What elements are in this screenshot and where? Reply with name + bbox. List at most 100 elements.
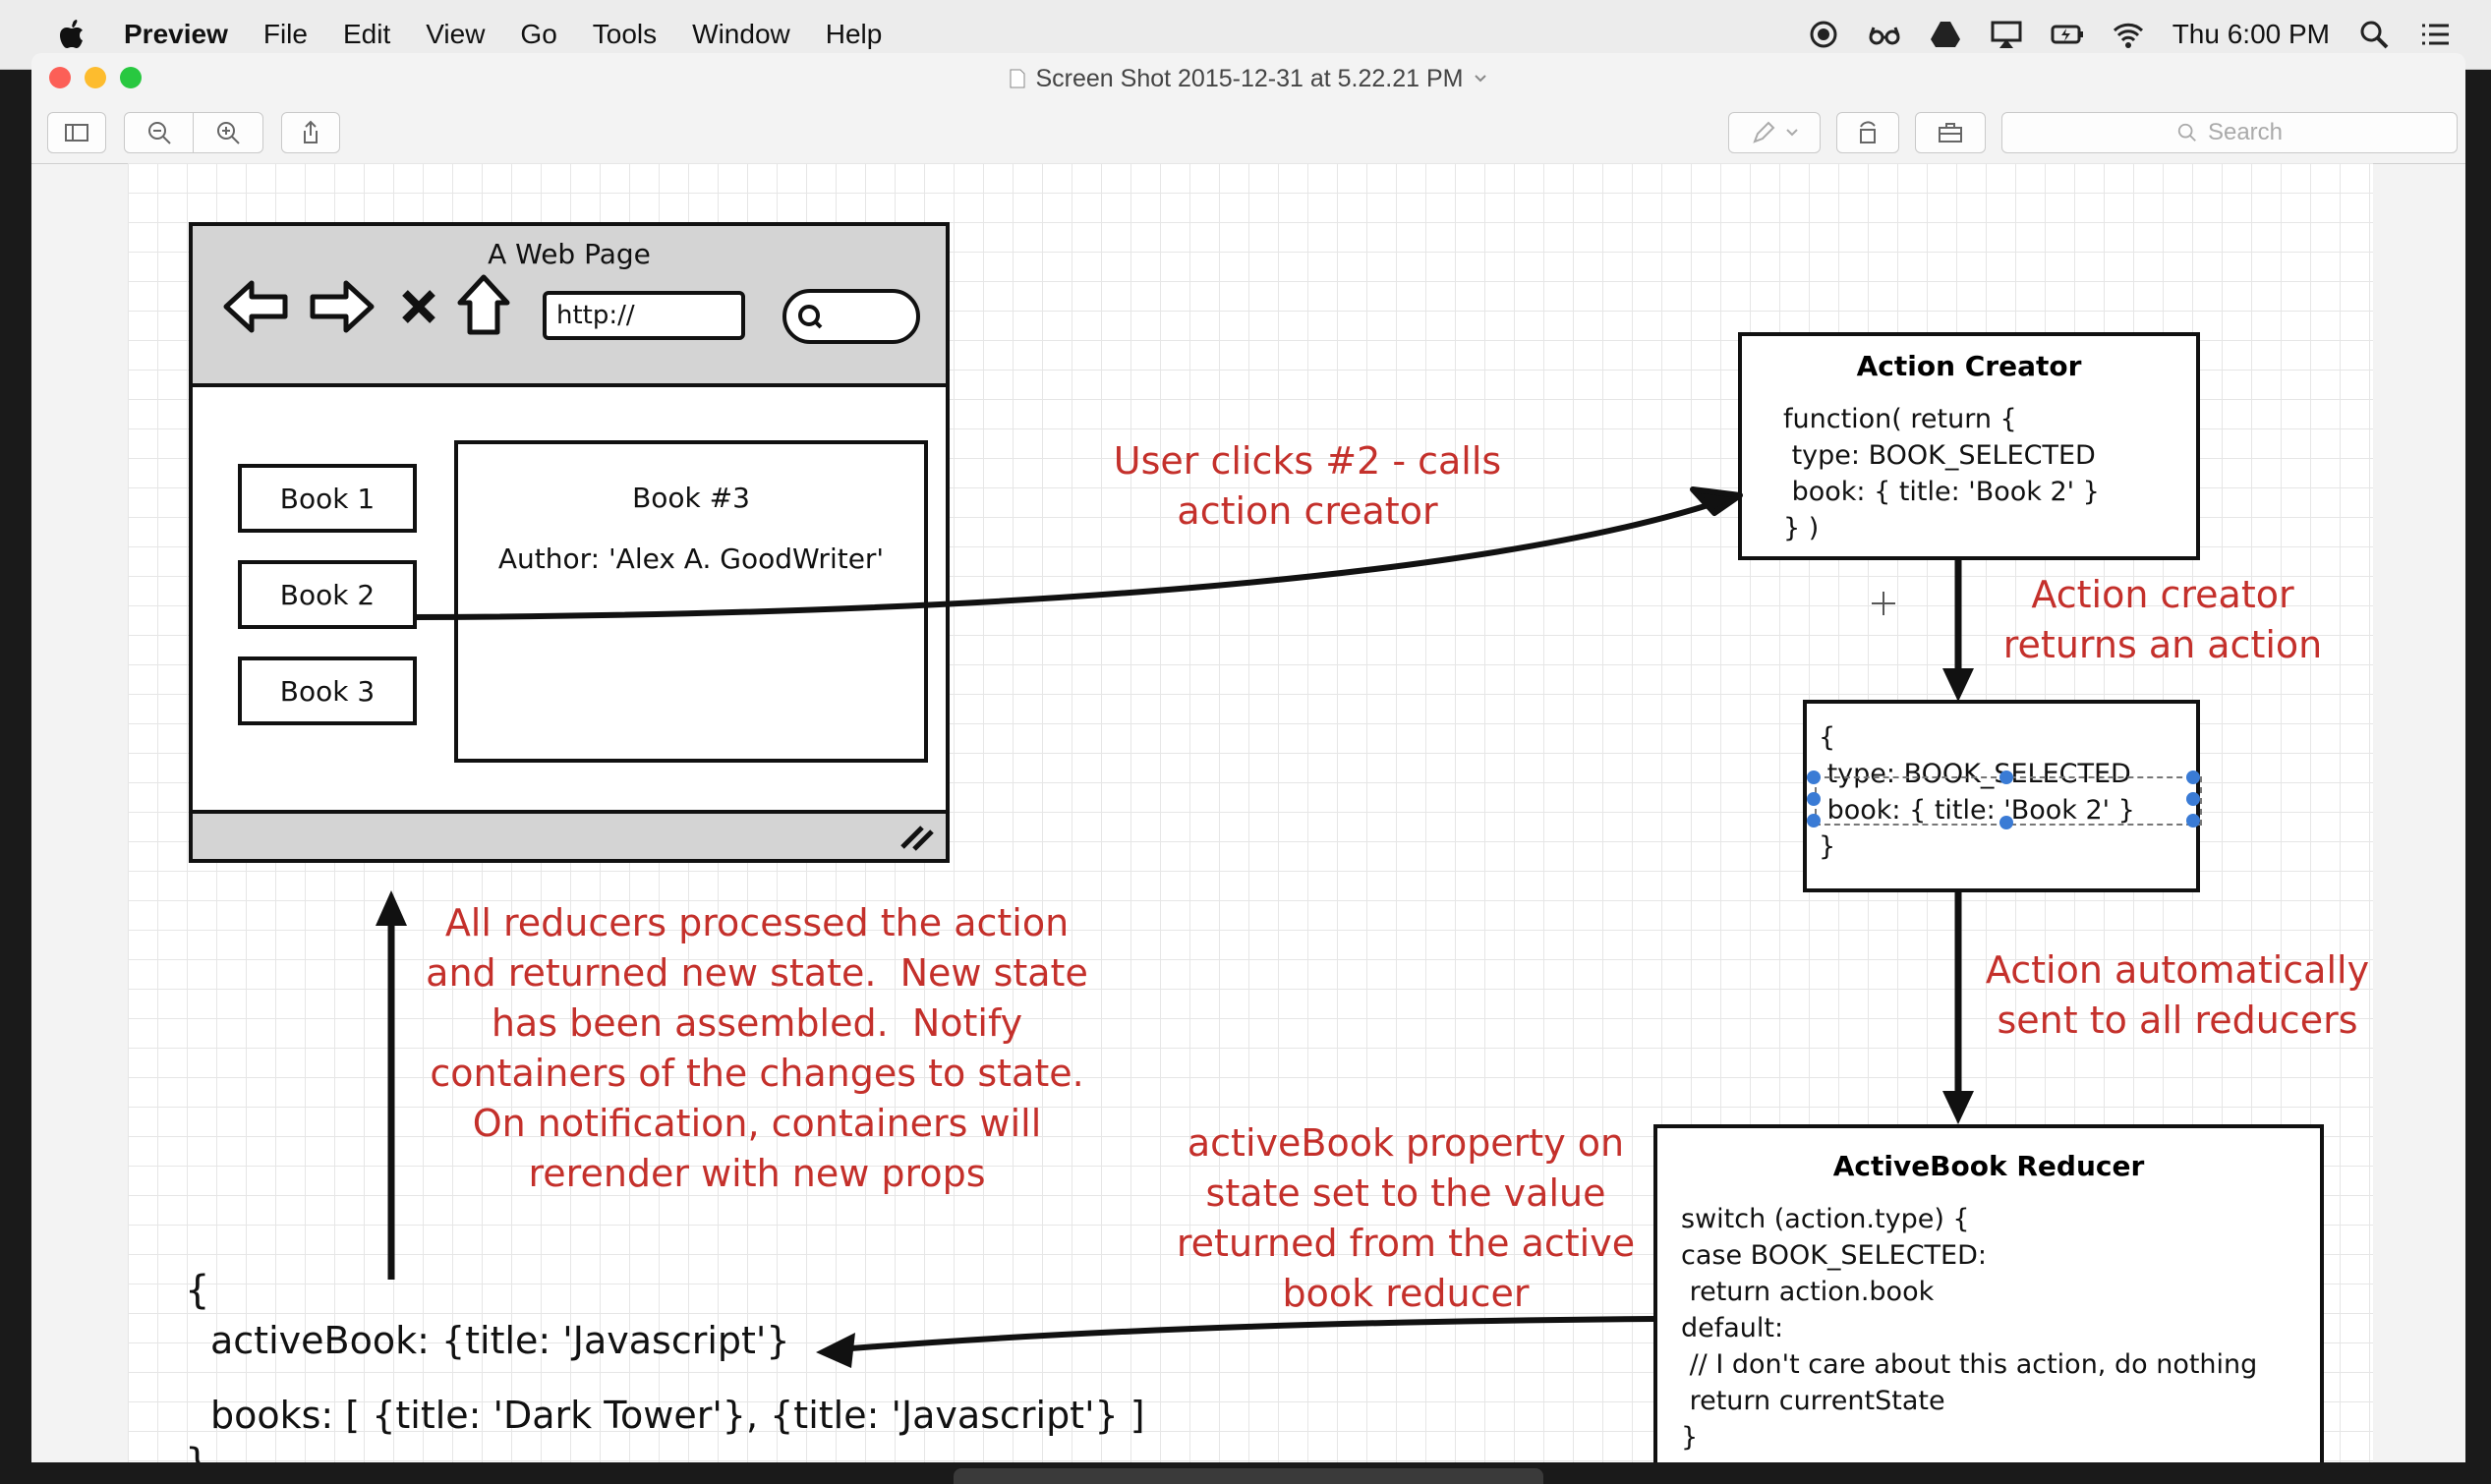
browser-chrome: A Web Page http:// <box>193 226 946 387</box>
document-icon <box>1010 69 1025 88</box>
notification-center-icon[interactable] <box>2418 18 2452 51</box>
zoom-in-button[interactable] <box>193 112 263 153</box>
zoom-in-icon <box>217 122 240 144</box>
record-icon[interactable] <box>1807 18 1840 51</box>
book-3-button[interactable]: Book 3 <box>238 656 417 725</box>
arrowhead <box>1942 668 1974 702</box>
wifi-icon[interactable] <box>2112 18 2145 51</box>
action-creator-code: function( return { type: BOOK_SELECTED b… <box>1783 404 2100 543</box>
zoom-out-icon <box>148 122 171 144</box>
arrowhead <box>1690 486 1743 516</box>
action-creator-title: Action Creator <box>1856 350 2082 382</box>
note-user-clicks: User clicks #2 - calls action creator <box>1113 439 1502 533</box>
home-icon[interactable] <box>456 273 511 336</box>
apple-icon[interactable] <box>59 20 85 49</box>
state-close-brace: } <box>185 1441 209 1462</box>
search-placeholder: Search <box>2207 119 2284 145</box>
arrow-reducer-to-state <box>827 1316 1654 1353</box>
markup-pen-button[interactable] <box>1728 112 1821 153</box>
search-icon <box>2177 123 2196 142</box>
url-field[interactable]: http:// <box>543 291 745 340</box>
preview-window: Screen Shot 2015-12-31 at 5.22.21 PM Sea… <box>31 53 2465 1462</box>
selection-handle[interactable] <box>1807 771 1821 784</box>
chevron-down-icon[interactable] <box>1474 74 1487 84</box>
battery-icon[interactable] <box>2051 18 2084 51</box>
toolbar: Search <box>31 104 2465 164</box>
document-canvas[interactable]: A Web Page http:// Book 1 Book 2 Book 3 <box>128 163 2373 1462</box>
reducer-code: switch (action.type) { case BOOK_SELECTE… <box>1681 1204 2258 1453</box>
sidebar-icon <box>65 124 88 142</box>
book-2-label: Book 2 <box>279 578 376 611</box>
menu-app-name[interactable]: Preview <box>124 19 228 49</box>
drive-icon[interactable] <box>1929 18 1962 51</box>
selection-handle[interactable] <box>2186 792 2200 806</box>
menu-file[interactable]: File <box>262 19 308 49</box>
url-text: http:// <box>556 301 635 330</box>
menu-go[interactable]: Go <box>520 19 557 49</box>
rotate-button[interactable] <box>1836 112 1899 153</box>
pen-icon <box>1753 121 1775 143</box>
arrowhead <box>1942 1091 1974 1124</box>
note-returns-action: Action creator returns an action <box>2002 573 2323 666</box>
dock[interactable] <box>954 1468 1543 1484</box>
action-creator-box: Action Creator function( return { type: … <box>1738 332 2200 560</box>
share-icon <box>304 120 318 143</box>
share-button[interactable] <box>281 112 340 153</box>
reducer-title: ActiveBook Reducer <box>1832 1150 2145 1182</box>
book-1-button[interactable]: Book 1 <box>238 464 417 533</box>
menu-help[interactable]: Help <box>825 19 883 49</box>
stop-x-icon[interactable] <box>399 285 438 328</box>
menu-tools[interactable]: Tools <box>592 19 658 49</box>
chevron-down-icon <box>1786 129 1798 137</box>
book-detail-author: Author: 'Alex A. GoodWriter' <box>497 542 885 575</box>
menu-window[interactable]: Window <box>692 19 790 49</box>
book-2-button[interactable]: Book 2 <box>238 560 417 629</box>
menu-view[interactable]: View <box>426 19 486 49</box>
close-button[interactable] <box>49 67 71 88</box>
markup-toolbox-button[interactable] <box>1915 112 1986 153</box>
browser-search-field[interactable] <box>782 289 920 344</box>
selection-handle[interactable] <box>1999 771 2013 784</box>
selection-handle[interactable] <box>1999 816 2013 829</box>
forward-arrow-icon[interactable] <box>307 277 376 336</box>
selection-handle[interactable] <box>1807 814 1821 828</box>
book-3-label: Book 3 <box>279 674 376 708</box>
status-area: Thu 6:00 PM <box>1807 0 2452 69</box>
web-page-mockup: A Web Page http:// Book 1 Book 2 Book 3 <box>189 222 950 863</box>
window-titlebar: Screen Shot 2015-12-31 at 5.22.21 PM <box>31 53 2465 104</box>
browser-status-bar <box>193 810 946 859</box>
action-object-code: { type: BOOK_SELECTED book: { title: 'Bo… <box>1819 722 2135 862</box>
selection-handle[interactable] <box>2186 814 2200 828</box>
active-book-reducer-box: ActiveBook Reducer switch (action.type) … <box>1653 1124 2324 1462</box>
zoom-button[interactable] <box>120 67 142 88</box>
search-input[interactable]: Search <box>2001 112 2458 153</box>
state-books: books: [ {title: 'Dark Tower'}, {title: … <box>210 1394 1145 1437</box>
window-controls <box>49 67 142 88</box>
clock[interactable]: Thu 6:00 PM <box>2172 19 2330 49</box>
book-1-label: Book 1 <box>279 482 376 515</box>
arrowhead <box>816 1333 855 1368</box>
state-open-brace: { <box>185 1268 210 1313</box>
cursor-crosshair <box>1872 592 1895 615</box>
menu-edit[interactable]: Edit <box>342 19 391 49</box>
selection-handle[interactable] <box>1807 792 1821 806</box>
resize-grip-icon[interactable] <box>897 822 936 851</box>
minimize-button[interactable] <box>85 67 106 88</box>
glasses-icon[interactable] <box>1868 18 1901 51</box>
state-active-book: activeBook: {title: 'Javascript'} <box>210 1319 790 1362</box>
note-active-book-set: activeBook property on state set to the … <box>1176 1121 1636 1315</box>
airplay-icon[interactable] <box>1990 18 2023 51</box>
sidebar-toggle-button[interactable] <box>47 112 106 153</box>
book-detail-title: Book #3 <box>632 482 750 514</box>
web-page-title: A Web Page <box>488 238 651 270</box>
book-detail-panel: Book #3 Author: 'Alex A. GoodWriter' <box>454 440 928 763</box>
action-object-box: { type: BOOK_SELECTED book: { title: 'Bo… <box>1803 700 2202 892</box>
selection-handle[interactable] <box>2186 771 2200 784</box>
search-icon <box>798 305 823 329</box>
back-arrow-icon[interactable] <box>222 277 291 336</box>
note-sent-to-reducers: Action automatically sent to all reducer… <box>1985 948 2370 1042</box>
window-title[interactable]: Screen Shot 2015-12-31 at 5.22.21 PM <box>1035 64 1464 92</box>
zoom-out-button[interactable] <box>124 112 195 153</box>
spotlight-search-icon[interactable] <box>2357 18 2391 51</box>
note-all-reducers: All reducers processed the action and re… <box>426 901 1088 1195</box>
